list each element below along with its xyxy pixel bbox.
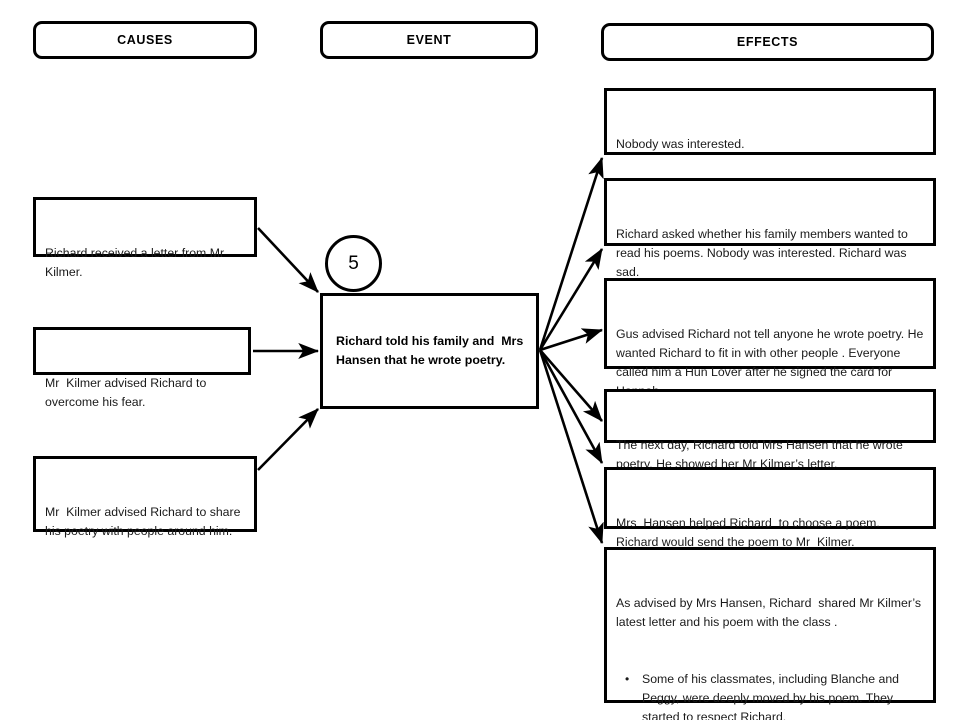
effect-box-3: Gus advised Richard not tell anyone he w… — [604, 278, 936, 398]
effect-box-4: The next day, Richard told Mrs Hansen th… — [604, 389, 936, 471]
arrow-event-to-effect2 — [538, 248, 604, 351]
header-event-label: EVENT — [406, 33, 452, 47]
effect-box-1: Nobody was interested. Gus did not belie… — [604, 88, 936, 230]
bullet-item: Some of his classmates, including Blanch… — [616, 670, 924, 720]
step-number-label: 5 — [348, 252, 359, 274]
cause-box-2: Mr Kilmer advised Richard to overcome hi… — [33, 327, 251, 409]
arrow-event-to-effect4 — [539, 349, 603, 422]
effect-box-6: As advised by Mrs Hansen, Richard shared… — [604, 547, 936, 720]
effect-box-2-lead: Richard asked whether his family members… — [616, 227, 912, 280]
arrow-cause1-to-event — [257, 227, 319, 293]
effect-box-5-lead: Mrs Hansen helped Richard to choose a po… — [616, 516, 884, 550]
cause-box-1: Richard received a letter from Mr Kilmer… — [33, 197, 257, 279]
arrow-event-to-effect3 — [539, 328, 603, 352]
step-number-circle: 5 — [325, 235, 382, 292]
cause-box-3-text: Mr Kilmer advised Richard to share his p… — [45, 505, 244, 539]
arrow-event-to-effect5 — [538, 349, 604, 464]
effect-box-2: Richard asked whether his family members… — [604, 178, 936, 279]
header-causes-label: CAUSES — [117, 33, 173, 47]
event-box: Richard told his family and Mrs Hansen t… — [320, 293, 539, 409]
arrow-event-to-effect6 — [538, 349, 604, 544]
header-event: EVENT — [320, 21, 538, 59]
header-effects: EFFECTS — [601, 23, 934, 61]
event-box-text: Richard told his family and Mrs Hansen t… — [336, 334, 527, 367]
arrow-cause3-to-event — [257, 408, 319, 471]
header-effects-label: EFFECTS — [736, 35, 799, 49]
effect-box-5: Mrs Hansen helped Richard to choose a po… — [604, 467, 936, 549]
arrow-event-to-effect1 — [538, 157, 604, 351]
cause-box-3: Mr Kilmer advised Richard to share his p… — [33, 456, 257, 538]
effect-box-6-bullets: Some of his classmates, including Blanch… — [616, 670, 924, 720]
effect-box-6-lead: As advised by Mrs Hansen, Richard shared… — [616, 596, 925, 630]
arrows-causes-to-event — [253, 227, 320, 471]
header-causes: CAUSES — [33, 21, 257, 59]
cause-box-2-text: Mr Kilmer advised Richard to overcome hi… — [45, 376, 210, 410]
cause-box-1-text: Richard received a letter from Mr Kilmer… — [45, 246, 228, 280]
effect-box-1-lead: Nobody was interested. — [616, 137, 745, 152]
arrows-event-to-effects — [538, 157, 604, 544]
